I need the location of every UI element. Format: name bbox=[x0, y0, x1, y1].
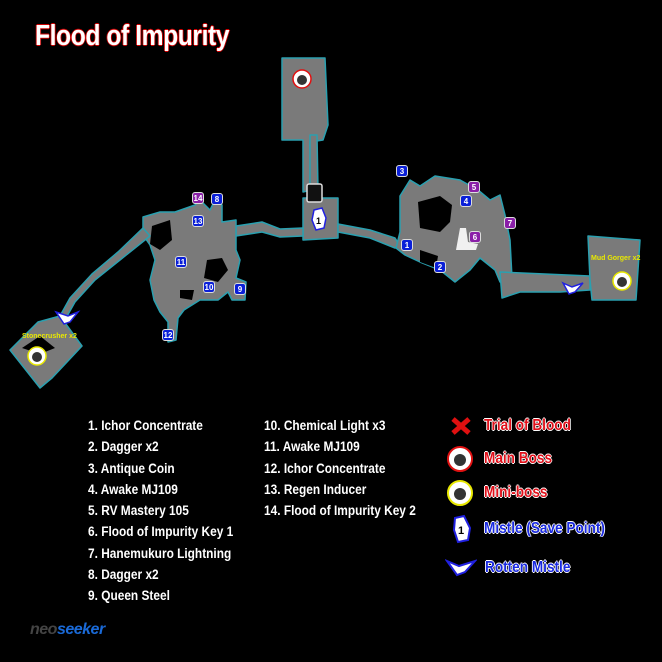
main-boss-icon bbox=[447, 446, 473, 472]
southwest-corridor bbox=[59, 227, 151, 319]
west-corridor bbox=[235, 221, 304, 238]
gate-icon bbox=[306, 183, 323, 203]
item-marker-12: 12 bbox=[162, 329, 174, 341]
item-marker-2: 2 bbox=[434, 261, 446, 273]
mini-boss-icon bbox=[447, 480, 473, 506]
mudgorger-room bbox=[587, 235, 641, 301]
item-entry: 14. Flood of Impurity Key 2 bbox=[264, 503, 416, 519]
rotten-mistle-icon bbox=[54, 281, 584, 325]
item-list-col1: 1. Ichor Concentrate 2. Dagger x2 3. Ant… bbox=[88, 415, 233, 607]
item-entry: 12. Ichor Concentrate bbox=[264, 460, 386, 476]
x-mark-icon bbox=[451, 417, 471, 435]
boss-label-mud-gorger: Mud Gorger x2 bbox=[591, 255, 641, 262]
page-title: Flood of Impurity bbox=[35, 20, 230, 52]
item-entry: 3. Antique Coin bbox=[88, 460, 175, 476]
item-marker-11: 11 bbox=[175, 256, 187, 268]
item-marker-6: 6 bbox=[469, 231, 481, 243]
item-entry: 8. Dagger x2 bbox=[88, 567, 159, 583]
stonecrusher-room bbox=[9, 315, 83, 389]
key-rotten-mistle: Rotten Mistle bbox=[445, 558, 585, 578]
item-marker-14: 14 bbox=[192, 192, 204, 204]
item-entry: 13. Regen Inducer bbox=[264, 481, 367, 497]
item-entry: 11. Awake MJ109 bbox=[264, 439, 360, 455]
item-marker-4: 4 bbox=[460, 195, 472, 207]
boss-label-stonecrusher: Stonecrusher x2 bbox=[22, 333, 77, 340]
item-marker-10: 10 bbox=[203, 281, 215, 293]
key-mistle: 1 Mistle (Save Point) bbox=[450, 514, 626, 544]
item-entry: 7. Hanemukuro Lightning bbox=[88, 545, 232, 561]
item-marker-7: 7 bbox=[504, 217, 516, 229]
item-entry: 4. Awake MJ109 bbox=[88, 481, 178, 497]
item-marker-8: 8 bbox=[211, 193, 223, 205]
key-trial-of-blood: Trial of Blood bbox=[450, 416, 586, 436]
east-cluster bbox=[395, 175, 513, 283]
key-mini-boss: Mini-boss bbox=[446, 479, 559, 507]
item-entry: 5. RV Mastery 105 bbox=[88, 503, 189, 519]
mistle-save-point-icon: 1 bbox=[311, 207, 327, 231]
mini-boss-icon bbox=[27, 271, 632, 366]
item-entry: 10. Chemical Light x3 bbox=[264, 418, 386, 433]
mistle-icon: 1 bbox=[452, 514, 472, 544]
main-boss-icon bbox=[292, 69, 312, 89]
svg-text:1: 1 bbox=[458, 525, 464, 537]
item-marker-5: 5 bbox=[468, 181, 480, 193]
neoseeker-logo: neoseeker bbox=[30, 621, 105, 638]
item-marker-9: 9 bbox=[234, 283, 246, 295]
item-marker-1: 1 bbox=[401, 239, 413, 251]
item-list-col2: 10. Chemical Light x3 11. Awake MJ109 12… bbox=[264, 415, 416, 521]
east-corridor bbox=[337, 223, 401, 249]
item-entry: 1. Ichor Concentrate bbox=[88, 418, 203, 433]
item-entry: 6. Flood of Impurity Key 1 bbox=[88, 524, 234, 540]
item-marker-3: 3 bbox=[396, 165, 408, 177]
rotten-mistle-icon bbox=[445, 559, 477, 577]
item-marker-13: 13 bbox=[192, 215, 204, 227]
north-corridor bbox=[309, 134, 319, 191]
item-entry: 2. Dagger x2 bbox=[88, 439, 159, 455]
key-main-boss: Main Boss bbox=[446, 445, 564, 473]
svg-text:1: 1 bbox=[316, 216, 321, 226]
item-entry: 9. Queen Steel bbox=[88, 588, 170, 604]
